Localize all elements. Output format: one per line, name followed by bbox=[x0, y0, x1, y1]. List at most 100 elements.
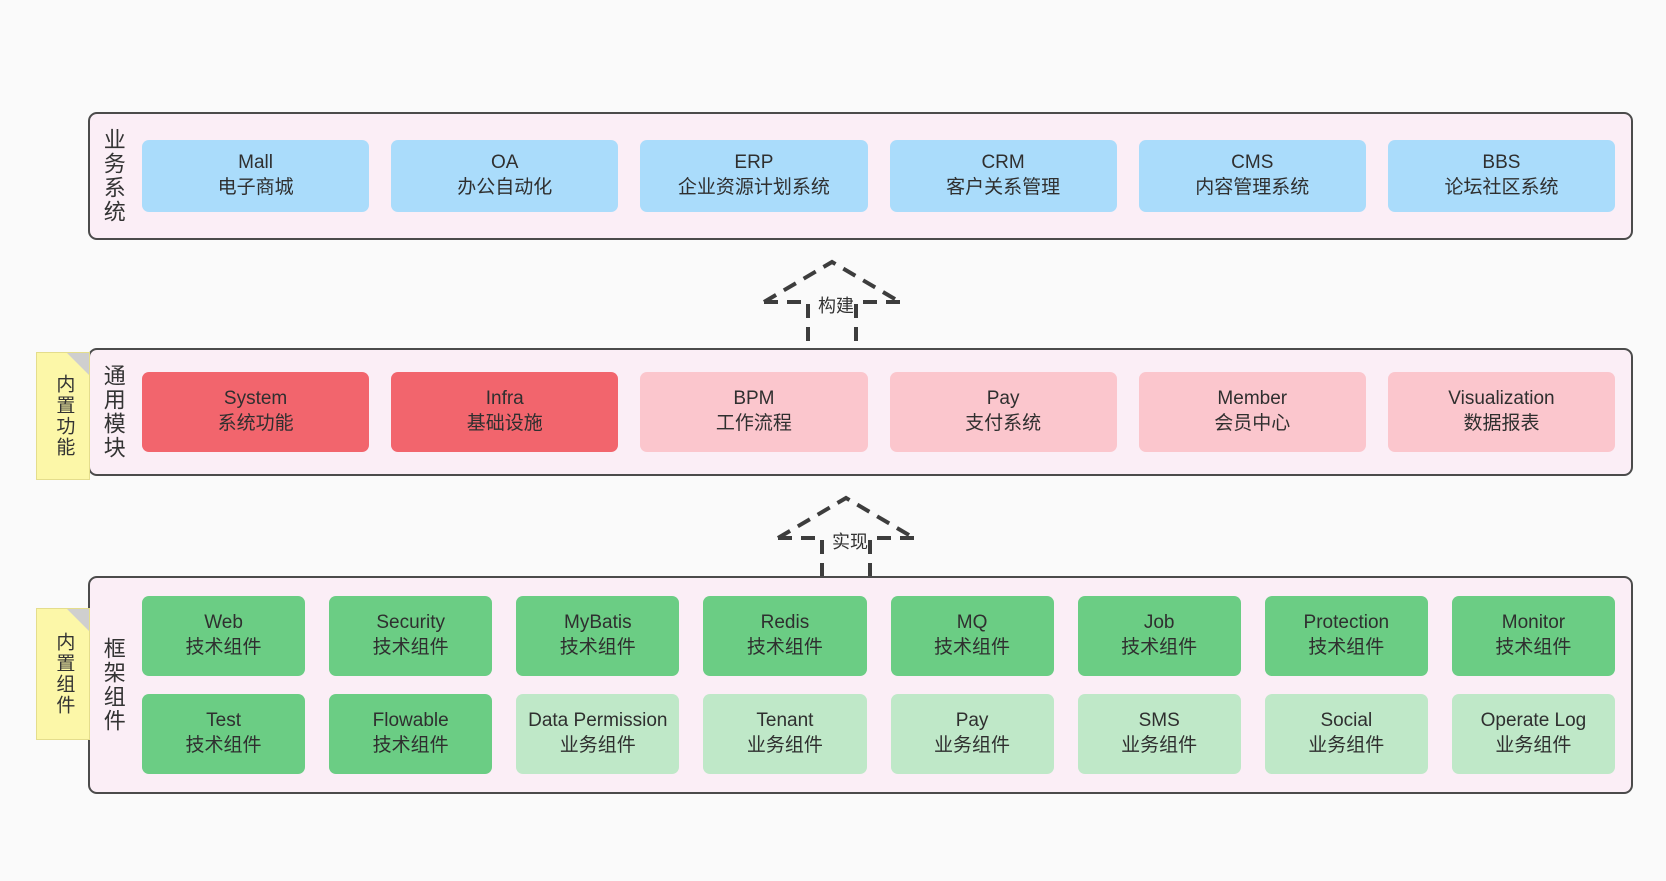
card-title: Job bbox=[1143, 612, 1175, 634]
card-web[interactable]: Web 技术组件 bbox=[142, 596, 306, 676]
card-bbs[interactable]: BBS 论坛社区系统 bbox=[1387, 140, 1616, 212]
dashed-hollow-arrow-icon bbox=[776, 495, 916, 586]
card-protection[interactable]: Protection 技术组件 bbox=[1264, 596, 1428, 676]
card-subtitle: 技术组件 bbox=[1308, 637, 1385, 658]
card-social[interactable]: Social 业务组件 bbox=[1264, 694, 1428, 774]
card-mybatis[interactable]: MyBatis 技术组件 bbox=[516, 596, 680, 676]
card-title: Data Permission bbox=[528, 710, 668, 732]
card-subtitle: 业务组件 bbox=[1495, 735, 1572, 756]
card-mall[interactable]: Mall 电子商城 bbox=[142, 140, 370, 212]
card-title: Web bbox=[204, 612, 243, 634]
card-sms[interactable]: SMS 业务组件 bbox=[1077, 694, 1241, 774]
layer-business-system: 业务系统 Mall 电子商城 OA 办公自动化 ERP 企业资源计划系统 CRM… bbox=[88, 112, 1633, 240]
card-title: BPM bbox=[733, 388, 775, 410]
card-member[interactable]: Member 会员中心 bbox=[1138, 372, 1366, 452]
card-title: Pay bbox=[986, 388, 1020, 410]
card-subtitle: 数据报表 bbox=[1463, 413, 1540, 434]
card-title: Member bbox=[1217, 388, 1288, 410]
layer-title-business-system: 业务系统 bbox=[100, 128, 126, 224]
layer-body-framework-component: Web 技术组件 Security 技术组件 MyBatis 技术组件 Redi… bbox=[136, 578, 1631, 792]
card-subtitle: 业务组件 bbox=[1308, 735, 1385, 756]
card-cms[interactable]: CMS 内容管理系统 bbox=[1138, 140, 1366, 212]
card-title: SMS bbox=[1138, 710, 1180, 732]
card-subtitle: 系统功能 bbox=[217, 413, 294, 434]
card-security[interactable]: Security 技术组件 bbox=[329, 596, 493, 676]
card-row: System 系统功能 Infra 基础设施 BPM 工作流程 Pay 支付系统… bbox=[142, 372, 1616, 452]
card-monitor[interactable]: Monitor 技术组件 bbox=[1451, 596, 1615, 676]
layer-framework-component: 框架组件 Web 技术组件 Security 技术组件 MyBatis 技术组件… bbox=[88, 576, 1633, 794]
card-bpm[interactable]: BPM 工作流程 bbox=[640, 372, 868, 452]
card-job[interactable]: Job 技术组件 bbox=[1077, 596, 1241, 676]
card-redis[interactable]: Redis 技术组件 bbox=[703, 596, 867, 676]
card-subtitle: 内容管理系统 bbox=[1195, 177, 1310, 198]
layer-common-module: 通用模块 System 系统功能 Infra 基础设施 BPM 工作流程 Pay… bbox=[88, 348, 1633, 476]
card-pay-business[interactable]: Pay 业务组件 bbox=[890, 694, 1054, 774]
card-title: Mall bbox=[238, 152, 273, 174]
card-subtitle: 技术组件 bbox=[185, 637, 262, 658]
card-subtitle: 业务组件 bbox=[746, 735, 823, 756]
card-title: Social bbox=[1320, 710, 1373, 732]
card-title: Tenant bbox=[756, 710, 814, 732]
card-erp[interactable]: ERP 企业资源计划系统 bbox=[640, 140, 868, 212]
card-title: CRM bbox=[981, 152, 1025, 174]
card-title: Security bbox=[376, 612, 445, 634]
sticky-note-label: 内置功能 bbox=[53, 374, 75, 458]
card-subtitle: 会员中心 bbox=[1214, 413, 1291, 434]
card-title: MyBatis bbox=[564, 612, 632, 634]
card-row: Mall 电子商城 OA 办公自动化 ERP 企业资源计划系统 CRM 客户关系… bbox=[142, 140, 1616, 212]
card-title: Redis bbox=[760, 612, 810, 634]
card-visualization[interactable]: Visualization 数据报表 bbox=[1387, 372, 1616, 452]
card-mq[interactable]: MQ 技术组件 bbox=[890, 596, 1054, 676]
layer-body-business-system: Mall 电子商城 OA 办公自动化 ERP 企业资源计划系统 CRM 客户关系… bbox=[136, 114, 1631, 238]
sticky-note-builtin-feature: 内置功能 bbox=[36, 352, 90, 480]
card-test[interactable]: Test 技术组件 bbox=[142, 694, 306, 774]
card-row: Test 技术组件 Flowable 技术组件 Data Permission … bbox=[142, 694, 1615, 774]
card-subtitle: 技术组件 bbox=[746, 637, 823, 658]
card-title: Pay bbox=[955, 710, 989, 732]
card-subtitle: 技术组件 bbox=[559, 637, 636, 658]
card-title: ERP bbox=[734, 152, 774, 174]
card-subtitle: 支付系统 bbox=[965, 413, 1042, 434]
card-row: Web 技术组件 Security 技术组件 MyBatis 技术组件 Redi… bbox=[142, 596, 1615, 676]
card-subtitle: 基础设施 bbox=[466, 413, 543, 434]
layer-title-common-module: 通用模块 bbox=[100, 364, 126, 460]
card-title: Visualization bbox=[1448, 388, 1555, 410]
sticky-note-label: 内置组件 bbox=[53, 632, 75, 716]
card-subtitle: 办公自动化 bbox=[457, 177, 553, 198]
card-title: BBS bbox=[1482, 152, 1521, 174]
card-subtitle: 技术组件 bbox=[934, 637, 1011, 658]
card-subtitle: 企业资源计划系统 bbox=[677, 177, 830, 198]
card-subtitle: 电子商城 bbox=[217, 177, 294, 198]
card-title: Operate Log bbox=[1480, 710, 1587, 732]
card-subtitle: 技术组件 bbox=[1495, 637, 1572, 658]
card-system[interactable]: System 系统功能 bbox=[142, 372, 370, 452]
sticky-note-builtin-component: 内置组件 bbox=[36, 608, 90, 740]
card-tenant[interactable]: Tenant 业务组件 bbox=[703, 694, 867, 774]
card-infra[interactable]: Infra 基础设施 bbox=[391, 372, 619, 452]
card-subtitle: 业务组件 bbox=[1121, 735, 1198, 756]
card-title: OA bbox=[491, 152, 519, 174]
layer-body-common-module: System 系统功能 Infra 基础设施 BPM 工作流程 Pay 支付系统… bbox=[136, 350, 1631, 474]
layer-title-framework-component: 框架组件 bbox=[100, 637, 126, 733]
arrow-label-build: 构建 bbox=[818, 296, 854, 316]
card-title: CMS bbox=[1231, 152, 1274, 174]
card-crm[interactable]: CRM 客户关系管理 bbox=[889, 140, 1117, 212]
card-title: Infra bbox=[485, 388, 524, 410]
card-title: Flowable bbox=[372, 710, 449, 732]
card-subtitle: 客户关系管理 bbox=[946, 177, 1061, 198]
card-subtitle: 技术组件 bbox=[185, 735, 262, 756]
card-subtitle: 论坛社区系统 bbox=[1444, 177, 1559, 198]
card-data-permission[interactable]: Data Permission 业务组件 bbox=[516, 694, 680, 774]
arrow-implement: 实现 bbox=[766, 490, 926, 590]
card-flowable[interactable]: Flowable 技术组件 bbox=[329, 694, 493, 774]
card-subtitle: 工作流程 bbox=[715, 413, 792, 434]
card-operate-log[interactable]: Operate Log 业务组件 bbox=[1451, 694, 1615, 774]
arrow-build: 构建 bbox=[752, 254, 912, 354]
card-subtitle: 技术组件 bbox=[1121, 637, 1198, 658]
card-subtitle: 业务组件 bbox=[934, 735, 1011, 756]
card-title: System bbox=[223, 388, 288, 410]
card-oa[interactable]: OA 办公自动化 bbox=[391, 140, 619, 212]
card-subtitle: 技术组件 bbox=[372, 735, 449, 756]
card-pay[interactable]: Pay 支付系统 bbox=[889, 372, 1117, 452]
